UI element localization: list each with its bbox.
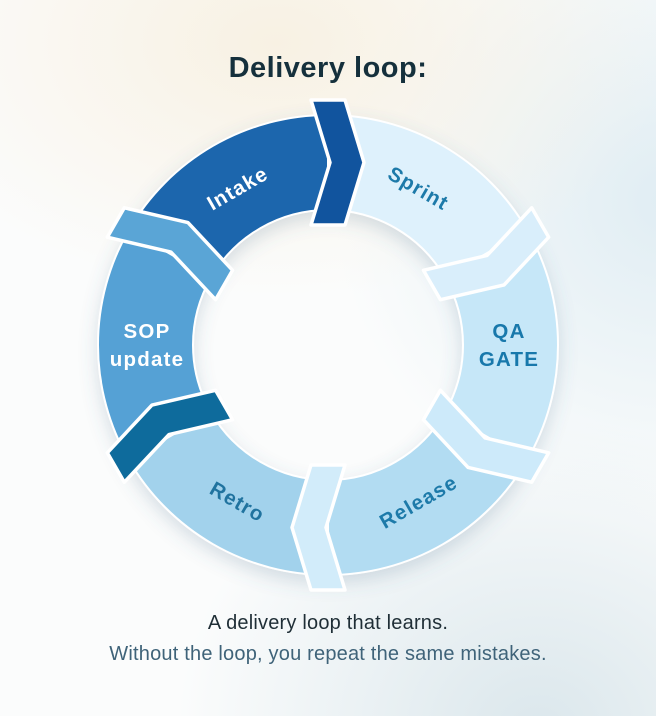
caption-block: A delivery loop that learns. Without the… — [0, 608, 656, 670]
caption-line-2: Without the loop, you repeat the same mi… — [109, 643, 547, 665]
arrow-intake-to-sprint — [309, 98, 366, 227]
arrow-retro-to-sop-update — [105, 388, 235, 484]
caption-line-1: A delivery loop that learns. — [207, 612, 449, 634]
ring-arrows — [105, 98, 551, 592]
arrow-release-to-retro — [290, 463, 347, 592]
arrow-qa-gate-to-release — [421, 388, 551, 484]
arrow-sprint-to-qa-gate — [421, 206, 551, 302]
page-title: Delivery loop: — [228, 52, 428, 84]
arrow-sop-update-to-intake — [105, 206, 235, 302]
